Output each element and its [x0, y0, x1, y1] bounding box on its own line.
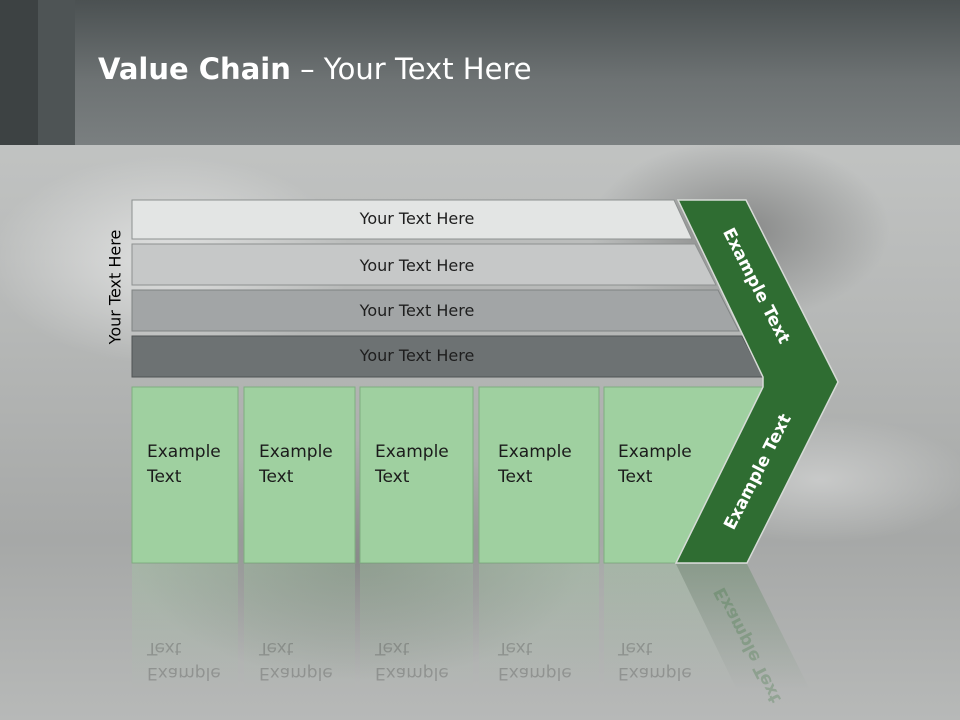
header-accent-strip [38, 0, 75, 145]
cell-reflection [479, 564, 599, 690]
chevron-reflection [676, 564, 810, 690]
cell-shape-4 [478, 386, 600, 564]
cell-shape-3 [359, 386, 474, 564]
cell-line1: Example [259, 442, 333, 462]
cell-reflection [604, 564, 737, 690]
reflection-line1: Example [259, 663, 333, 683]
bar-label-4: Your Text Here [359, 346, 475, 365]
bar-shape-1 [131, 199, 693, 240]
cell-line2: Text [375, 467, 410, 487]
cell-reflection [244, 564, 355, 690]
reflection-line1: Example [147, 663, 221, 683]
cell-text-reflection: Example Text [618, 635, 713, 685]
reflection-line1: Example [375, 663, 449, 683]
slide-header: Value Chain – Your Text Here [0, 0, 960, 145]
reflection-line2: Text [375, 638, 410, 658]
reflection-line1: Example [618, 663, 692, 683]
cell-reflection [360, 564, 473, 690]
cell-line1: Example [375, 442, 449, 462]
bar-label-1: Your Text Here [359, 209, 475, 228]
bar-shape-3 [131, 289, 740, 332]
cell-line1: Example [147, 442, 221, 462]
cell-reflection [132, 564, 238, 690]
cell-line1: Example [618, 442, 692, 462]
cell-line2: Text [498, 467, 533, 487]
title-rest: – Your Text Here [290, 52, 532, 86]
cell-line2: Text [147, 467, 182, 487]
cell-text-reflection: Example Text [259, 635, 354, 685]
header-accent-strip [0, 0, 38, 145]
bar-label-3: Your Text Here [359, 301, 475, 320]
reflection-line2: Text [259, 638, 294, 658]
reflection-line1: Example [498, 663, 572, 683]
reflection-line2: Text [498, 638, 533, 658]
cell-text-3: Example Text [375, 440, 470, 490]
cell-text-reflection: Example Text [375, 635, 470, 685]
cell-text-reflection: Example Text [498, 635, 593, 685]
cell-text-4: Example Text [498, 440, 593, 490]
cell-text-1: Example Text [147, 440, 242, 490]
cell-text-2: Example Text [259, 440, 354, 490]
chevron-arrow [674, 199, 839, 564]
cell-line1: Example [498, 442, 572, 462]
cell-line2: Text [618, 467, 653, 487]
cell-text-5: Example Text [618, 440, 713, 490]
bar-shape-2 [131, 243, 717, 286]
title-bold: Value Chain [98, 52, 291, 86]
bar-label-2: Your Text Here [359, 256, 475, 275]
cell-shape-1 [131, 386, 239, 564]
cell-shape-2 [243, 386, 356, 564]
cell-text-reflection: Example Text [147, 635, 242, 685]
side-label: Your Text Here [105, 229, 125, 345]
cell-line2: Text [259, 467, 294, 487]
reflection-line2: Text [147, 638, 182, 658]
reflection-line2: Text [618, 638, 653, 658]
slide-title: Value Chain – Your Text Here [98, 52, 532, 86]
